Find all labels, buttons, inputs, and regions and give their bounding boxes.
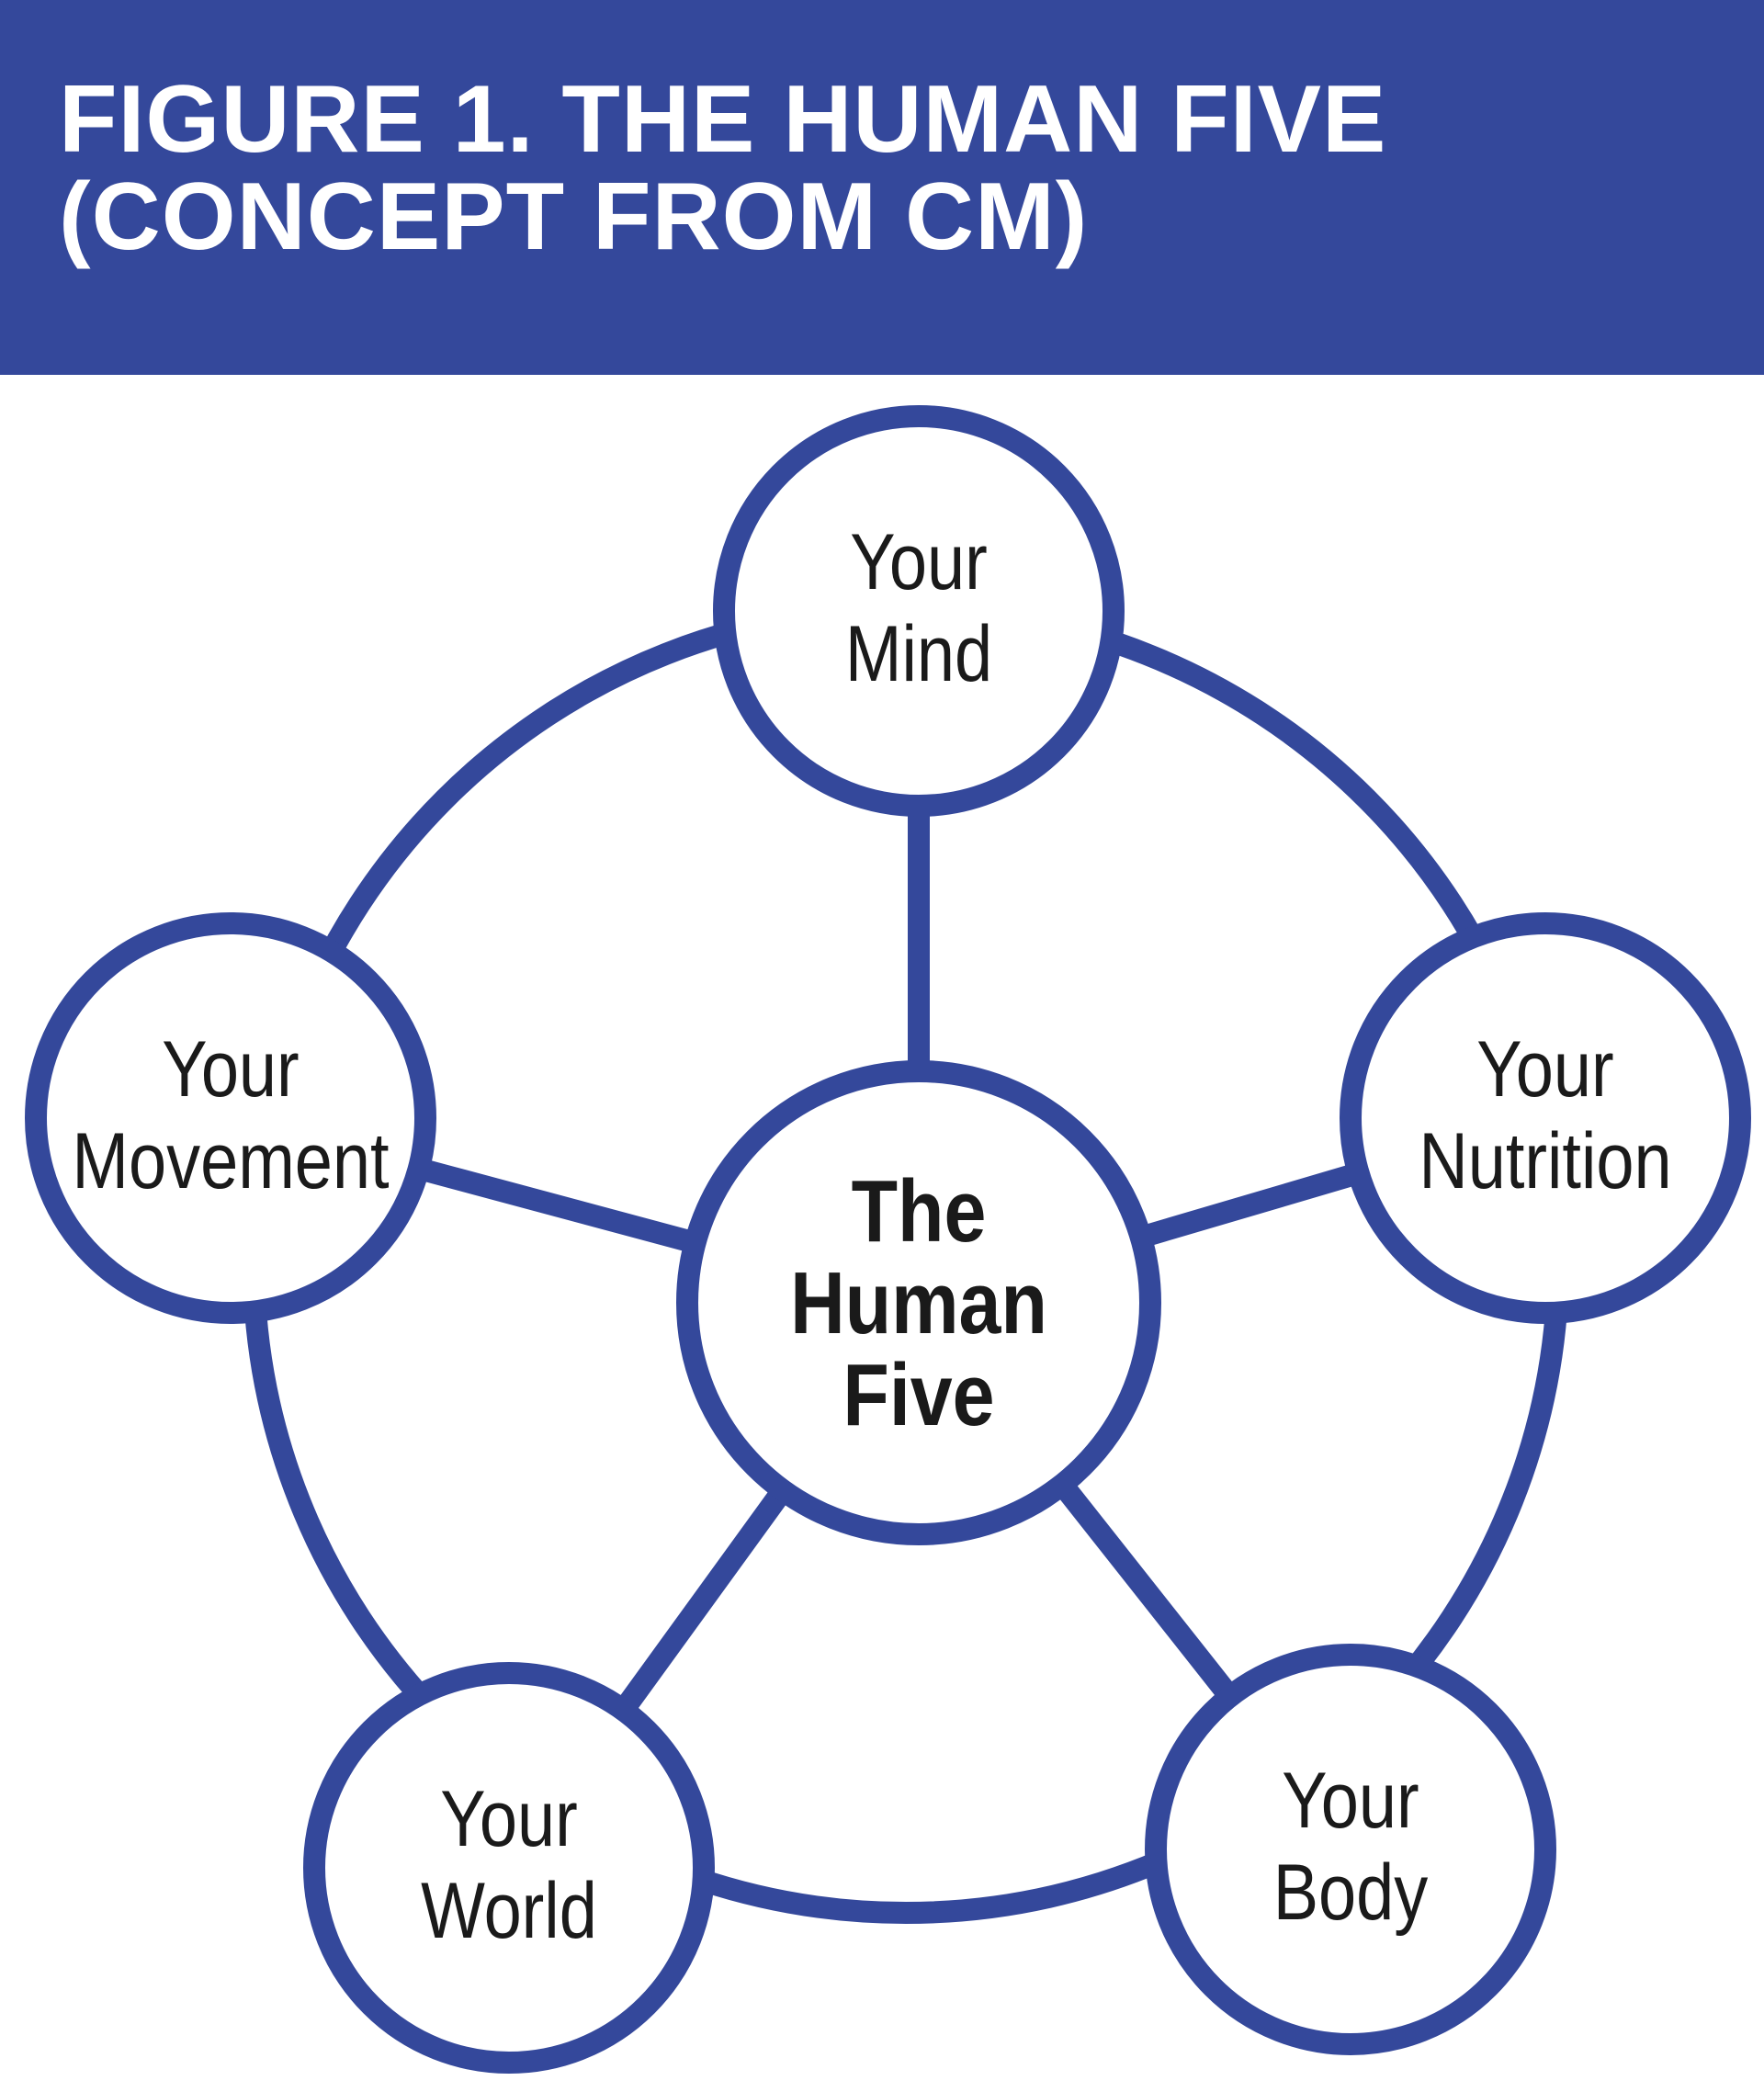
node-movement-circle bbox=[25, 912, 436, 1324]
node-nutrition-label-line-1: Your bbox=[1476, 1024, 1613, 1114]
node-movement-label-line-2: Movement bbox=[72, 1116, 389, 1205]
node-body-label-line-1: Your bbox=[1282, 1756, 1419, 1845]
center-node-label-line-2: Human bbox=[790, 1253, 1047, 1351]
figure-header: FIGURE 1. THE HUMAN FIVE (CONCEPT FROM C… bbox=[0, 0, 1764, 375]
node-world-label-line-1: Your bbox=[440, 1774, 577, 1863]
node-movement-label-line-1: Your bbox=[162, 1024, 299, 1114]
center-node-label-line-1: The bbox=[852, 1161, 987, 1260]
node-nutrition-circle bbox=[1340, 912, 1751, 1324]
node-mind-label-line-1: Your bbox=[850, 517, 987, 606]
center-node-circle bbox=[676, 1060, 1161, 1545]
node-layer: TheHumanFiveYourMindYourNutritionYourBod… bbox=[25, 405, 1751, 2074]
figure-title-line-2: (CONCEPT FROM CM) bbox=[59, 164, 1089, 270]
node-body-label-line-2: Body bbox=[1273, 1848, 1429, 1937]
node-nutrition-label-line-2: Nutrition bbox=[1419, 1116, 1671, 1205]
center-node-label-line-3: Five bbox=[842, 1345, 994, 1443]
node-world-label-line-2: World bbox=[421, 1866, 597, 1955]
node-mind-label-line-2: Mind bbox=[845, 609, 992, 698]
figure-title-line-1: FIGURE 1. THE HUMAN FIVE bbox=[59, 66, 1387, 173]
node-world-circle bbox=[303, 1662, 715, 2074]
node-body-circle bbox=[1145, 1644, 1556, 2055]
node-mind-circle bbox=[713, 405, 1125, 817]
